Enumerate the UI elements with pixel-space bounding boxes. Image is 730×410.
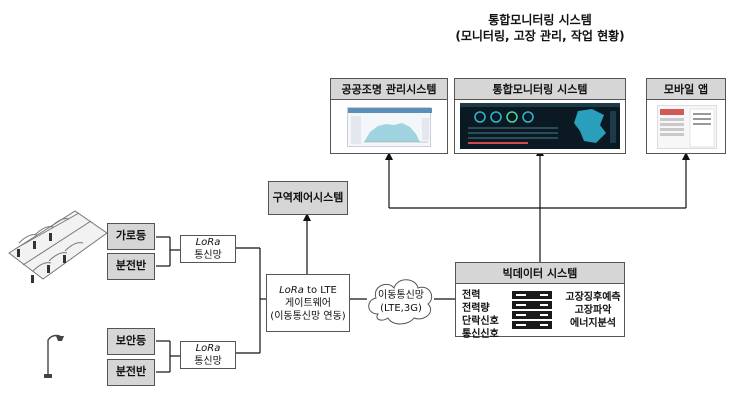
lora-network-box-1: LoRa 통신망 xyxy=(180,235,236,263)
gateway-line1: LoRa to LTE xyxy=(279,284,337,297)
integrated-monitoring-label: 통합모니터링 시스템 xyxy=(455,79,625,100)
security-light-illustration xyxy=(36,330,72,380)
bigdata-input-item: 전력 xyxy=(462,290,481,301)
server-rack-icon xyxy=(512,291,552,329)
mobile-network-line2: (LTE,3G) xyxy=(380,303,422,314)
mobile-app-label: 모바일 앱 xyxy=(647,79,725,100)
integrated-monitoring-screenshot xyxy=(460,103,620,149)
street-light-icon xyxy=(8,210,108,283)
lora-label: LoRa xyxy=(195,343,221,354)
dashboard-thumbnail xyxy=(460,103,620,144)
bigdata-output-item: 고장파악 xyxy=(574,305,612,316)
distribution-panel-box-2: 분전반 xyxy=(107,359,155,386)
mobile-network-cloud: 이동통신망 (LTE,3G) xyxy=(364,272,438,328)
cloud-icon xyxy=(368,279,433,325)
bigdata-inputs-list: 전력 전력량 단락신호 통신신호 xyxy=(462,289,512,341)
security-light-box: 보안등 xyxy=(107,328,155,355)
zone-control-box: 구역제어시스템 xyxy=(268,181,348,215)
mobile-app-thumbnail xyxy=(660,108,715,148)
integrated-title-line1: 통합모니터링 시스템 xyxy=(488,13,592,27)
lora-network-label: 통신망 xyxy=(194,356,222,367)
bigdata-output-item: 에너지분석 xyxy=(570,318,616,329)
integrated-monitoring-title: 통합모니터링 시스템 (모니터링, 고장 관리, 작업 현황) xyxy=(440,12,640,44)
public-lighting-label: 공공조명 관리시스템 xyxy=(331,79,447,100)
mobile-app-panel: 모바일 앱 xyxy=(646,78,726,154)
gateway-line3: (이동통신망 연동) xyxy=(270,310,346,322)
lighting-chart-thumbnail xyxy=(348,108,432,144)
security-lamp-icon xyxy=(44,334,64,378)
public-lighting-screenshot xyxy=(347,107,432,147)
bigdata-input-item: 전력량 xyxy=(462,303,490,314)
gateway-lora-text: LoRa xyxy=(279,284,304,296)
gateway-line2: 게이트웨어 xyxy=(285,297,331,309)
integrated-title-line2: (모니터링, 고장 관리, 작업 현황) xyxy=(455,29,625,44)
lora-network-box-2: LoRa 통신망 xyxy=(180,341,236,369)
bigdata-output-item: 고장징후예측 xyxy=(565,292,621,303)
gateway-to-lte-text: to LTE xyxy=(303,284,337,296)
lora-network-label: 통신망 xyxy=(194,250,222,261)
street-light-illustration xyxy=(5,205,110,297)
bigdata-outputs-list: 고장징후예측 고장파악 에너지분석 xyxy=(560,291,626,330)
bigdata-input-item: 통신신호 xyxy=(462,329,499,340)
bigdata-title: 빅데이터 시스템 xyxy=(456,263,624,284)
distribution-panel-box-1: 분전반 xyxy=(107,253,155,280)
integrated-monitoring-panel: 통합모니터링 시스템 xyxy=(454,78,626,154)
street-light-box: 가로등 xyxy=(107,223,155,250)
bigdata-system-panel: 빅데이터 시스템 전력 전력량 단락신호 통신신호 고장징후예측 고장파악 에너… xyxy=(455,262,626,340)
public-lighting-panel: 공공조명 관리시스템 xyxy=(330,78,448,154)
lora-lte-gateway-box: LoRa to LTE 게이트웨어 (이동통신망 연동) xyxy=(266,274,350,332)
lora-label: LoRa xyxy=(195,237,221,248)
mobile-app-screenshot xyxy=(657,105,717,149)
mobile-network-line1: 이동통신망 xyxy=(378,290,424,301)
mobile-network-text: 이동통신망 (LTE,3G) xyxy=(364,289,438,315)
bigdata-input-item: 단락신호 xyxy=(462,316,499,327)
